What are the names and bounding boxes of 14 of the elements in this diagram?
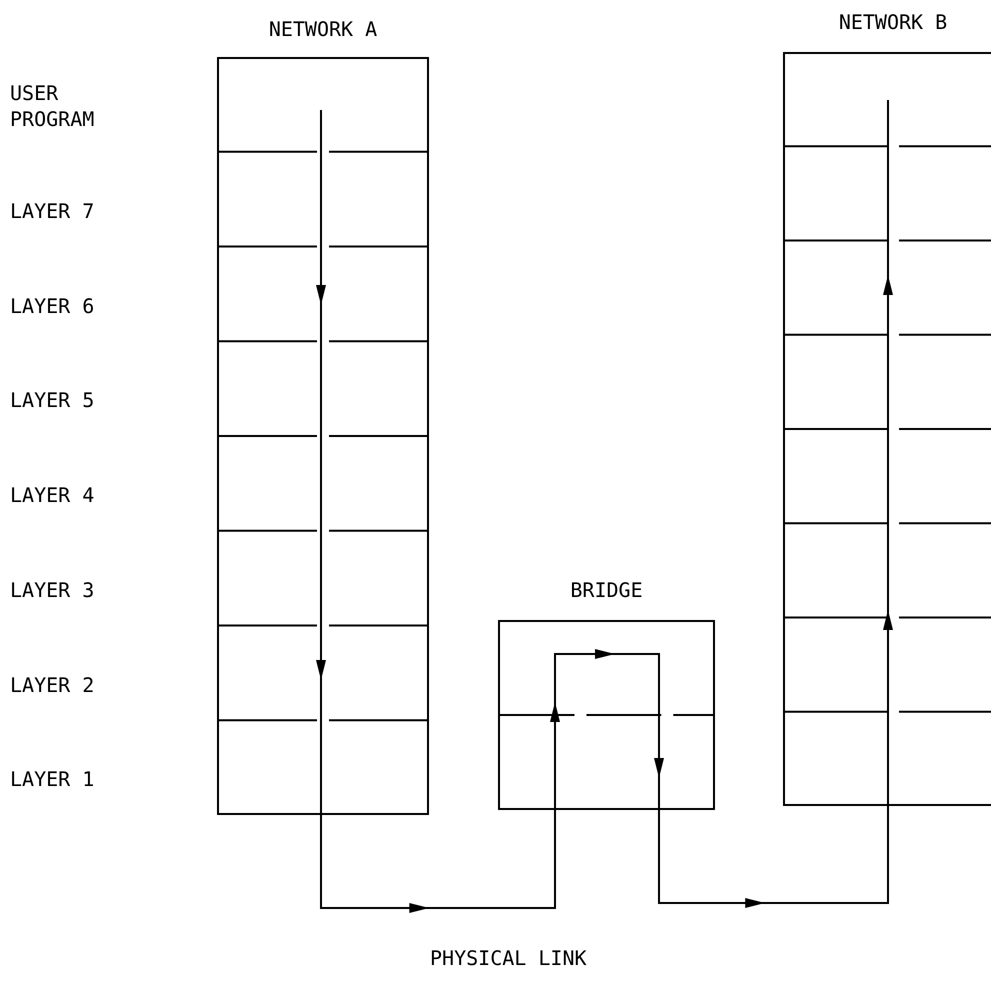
stack-heading: BRIDGE [569,578,644,602]
layer-label: LAYER 1 [10,766,94,792]
arrow [320,810,556,913]
layer-label: USER PROGRAM [10,80,96,132]
layer-label: LAYER 7 [10,198,94,224]
stack-heading: NETWORK A [268,17,378,41]
layer-label: LAYER 3 [10,577,94,603]
arrow [658,806,889,908]
stack-heading: NETWORK B [838,10,948,34]
link-label: PHYSICAL LINK [430,945,587,971]
layer-label: LAYER 5 [10,387,94,413]
layer-label: LAYER 6 [10,293,94,319]
layer-label: LAYER 4 [10,482,94,508]
layer-label: LAYER 2 [10,672,94,698]
